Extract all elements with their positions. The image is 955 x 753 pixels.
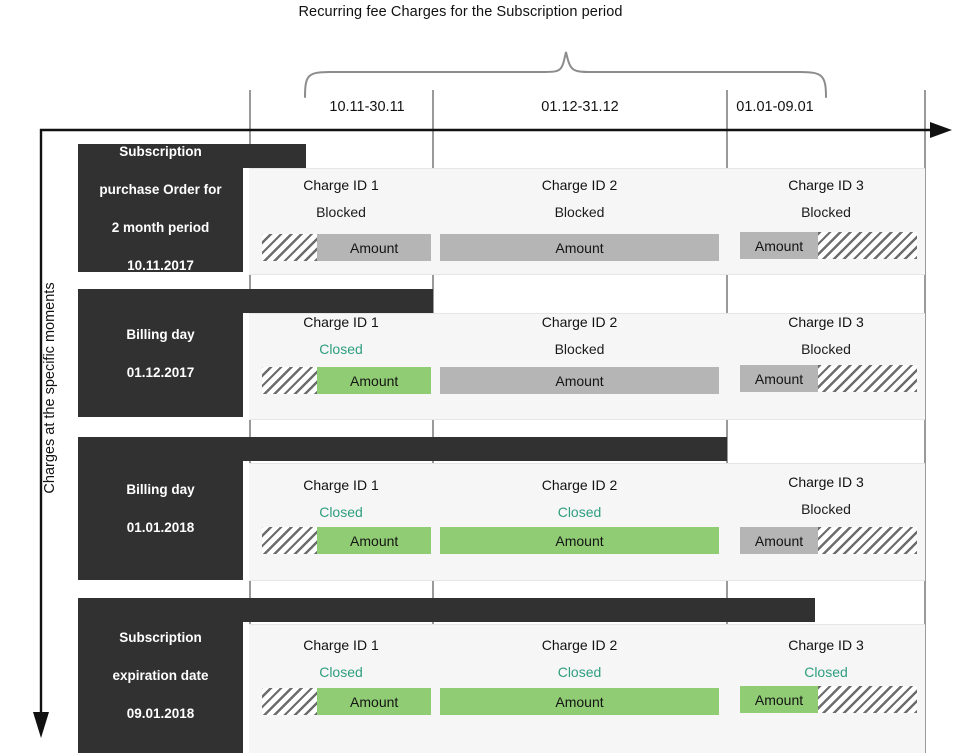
charge-cell-r3c3: Charge ID 3 Blocked Amount [728,465,924,579]
hatched-segment [818,527,917,554]
charge-cell-r2c2: Charge ID 2 Blocked Amount [434,305,725,418]
event-line: 10.11.2017 [127,257,194,273]
gridline-4 [924,90,926,753]
charge-cell-r4c1: Charge ID 1 Closed Amount [251,628,431,748]
event-line: 09.01.2018 [126,706,195,721]
amount-bar: Amount [740,232,818,259]
amount-bar: Amount [440,234,719,261]
charge-id-label: Charge ID 2 [541,637,618,653]
event-block-3: Billing day 01.01.2018 [78,437,243,580]
event-line: expiration date [112,668,209,683]
timeline-bar-3 [240,437,727,461]
amount-bar: Amount [740,527,818,554]
event-block-1: Subscription purchase Order for 2 month … [78,143,243,273]
amount-bar: Amount [740,686,818,713]
charge-id-label: Charge ID 2 [541,477,618,493]
diagram-title-text: Recurring fee Charges for the Subscripti… [298,4,623,20]
event-line: Subscription [119,143,202,159]
hatched-segment [262,367,318,394]
amount-bar: Amount [440,527,719,554]
status-badge: Blocked [316,204,366,220]
gridline-2 [432,90,434,753]
event-line: 2 month period [111,219,210,235]
amount-bar: Amount [317,688,431,715]
event-block-4: Subscription expiration date 09.01.2018 [78,598,243,753]
gridline-3 [726,90,728,753]
status-badge: Blocked [554,204,605,220]
charge-cell-r1c1: Charge ID 1 Blocked Amount [251,168,431,273]
charge-id-label: Charge ID 3 [788,314,864,330]
charge-id-label: Charge ID 1 [303,177,379,193]
charge-id-label: Charge ID 1 [303,637,379,653]
gridline-1 [249,90,251,753]
charge-id-label: Charge ID 3 [788,637,864,653]
row-panel-3 [249,463,925,581]
event-line: Billing day [126,326,195,342]
hatched-segment [262,234,318,261]
status-badge: Blocked [801,341,851,357]
hatched-segment [262,688,318,715]
status-badge: Closed [319,341,363,357]
timeline-bar-1 [240,144,306,168]
status-badge: Blocked [801,501,851,517]
period-label-2: 01.12-31.12 [541,99,619,115]
charge-cell-r4c2: Charge ID 2 Closed Amount [434,628,725,748]
charge-cell-r2c1: Charge ID 1 Closed Amount [251,305,431,418]
hatched-segment [818,232,917,259]
event-line: 01.01.2018 [126,520,195,535]
charge-cell-r2c3: Charge ID 3 Blocked Amount [728,305,924,418]
status-badge: Closed [804,664,848,680]
event-block-2: Billing day 01.12.2017 [78,289,243,417]
period-label-1: 10.11-30.11 [329,99,405,115]
status-badge: Closed [557,664,602,680]
charge-id-label: Charge ID 1 [303,314,379,330]
amount-bar: Amount [317,234,431,261]
charge-cell-r4c3: Charge ID 3 Closed Amount [728,628,924,748]
charge-id-label: Charge ID 2 [541,314,618,330]
charge-id-label: Charge ID 1 [303,477,379,493]
period-label-3: 01.01-09.01 [736,99,814,115]
status-badge: Closed [319,504,363,520]
amount-bar: Amount [740,365,818,392]
event-line: Billing day [126,482,195,497]
amount-bar: Amount [317,527,431,554]
status-badge: Closed [557,504,602,520]
charge-cell-r3c2: Charge ID 2 Closed Amount [434,468,725,579]
status-badge: Closed [319,664,363,680]
amount-bar: Amount [317,367,431,394]
event-line: purchase Order for [99,181,222,197]
hatched-segment [262,527,318,554]
charge-cell-r1c2: Charge ID 2 Blocked Amount [434,168,725,273]
status-badge: Blocked [554,341,605,357]
vertical-axis-label: Charges at the specific moments [42,282,58,494]
charge-cell-r1c3: Charge ID 3 Blocked Amount [728,168,924,273]
hatched-segment [818,686,917,713]
event-line: 01.12.2017 [126,364,195,380]
timeline-bar-4 [240,598,815,622]
timeline-bar-2 [240,289,433,313]
charge-id-label: Charge ID 3 [788,474,864,490]
charge-cell-r3c1: Charge ID 1 Closed Amount [251,468,431,579]
status-badge: Blocked [801,204,851,220]
hatched-segment [818,365,917,392]
amount-bar: Amount [440,367,719,394]
charge-id-label: Charge ID 2 [541,177,618,193]
charge-id-label: Charge ID 3 [788,177,864,193]
diagram-title: Recurring fee Charges for the Subscripti… [0,4,955,20]
amount-bar: Amount [440,688,719,715]
event-line: Subscription [119,630,202,645]
